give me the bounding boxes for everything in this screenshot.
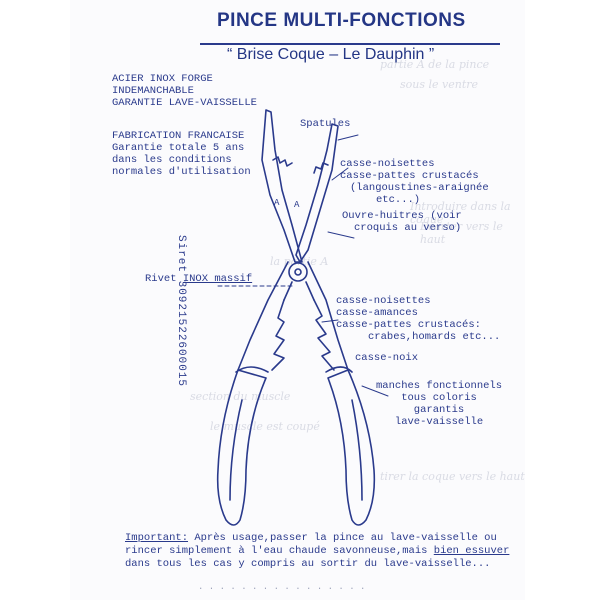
spec-line: ACIER INOX FORGE [112, 73, 213, 85]
spec-line: INDEMANCHABLE [112, 85, 194, 97]
label-spatules: Spatules [300, 118, 351, 130]
important-label: Important: [125, 532, 189, 544]
label-manches: tous coloris [401, 392, 477, 404]
show-through-text: Introduire dans la coque [410, 200, 511, 226]
callout-ouvre-huitres: Ouvre-huitres (voir croquis au verso) [342, 210, 462, 234]
label-mark-a: A [274, 198, 280, 208]
label-etc: etc...) [376, 194, 421, 206]
label-crabes: crabes,homards etc... [368, 331, 501, 343]
spec-line: GARANTIE LAVE-VAISSELLE [112, 97, 257, 109]
label-casse-pattes: casse-pattes crustacés [340, 170, 479, 182]
pliers-drawing: . . . . . . . . . . . . . . . . [198, 109, 389, 592]
important-note: Important: Après usage,passer la pince a… [125, 532, 509, 571]
fabrication-line: normales d'utilisation [112, 166, 251, 178]
label-mark-a: A [294, 200, 300, 210]
show-through-text: section du muscle [190, 390, 291, 403]
label-rivet-prefix: Rivet [145, 273, 183, 285]
show-through-text: partie A de la pince [380, 58, 490, 71]
title-underline [200, 43, 500, 45]
show-through-text: sous le ventre [400, 78, 479, 91]
label-manches: lave-vaisselle [394, 416, 484, 428]
svg-text:. . . . . . . . . . . . . . .: . . . . . . . . . . . . . . . . [198, 582, 365, 592]
specs-block: ACIER INOX FORGE INDEMANCHABLE GARANTIE … [112, 73, 257, 109]
product-sheet: partie A de la pince sous le ventre Intr… [70, 0, 525, 600]
important-emphasis: bien essuver [433, 545, 510, 557]
label-casse-noisettes: casse-noisettes [340, 158, 435, 170]
important-line: rincer simplement à l'eau chaude savonne… [125, 545, 434, 557]
label-croquis: croquis au verso) [354, 222, 462, 234]
fabrication-block: FABRICATION FRANCAISE Garantie totale 5 … [112, 130, 251, 178]
label-rivet: Rivet INOX massif [145, 273, 252, 285]
label-casse-amandes: casse-amances [336, 307, 418, 319]
important-line: dans tous les cas y compris au sortir du… [125, 558, 491, 570]
important-line: Après usage,passer la pince au lave-vais… [194, 532, 497, 544]
label-casse-noix: casse-noix [355, 352, 419, 364]
show-through-text: tirer la coque vers le haut [380, 470, 525, 483]
show-through-text: Ecarter vers le haut [420, 220, 503, 246]
label-rivet-inox: INOX massif [182, 273, 253, 285]
page-title: PINCE MULTI-FONCTIONS [217, 10, 466, 31]
callout-mid: casse-noisettes casse-amances casse-patt… [336, 295, 500, 343]
label-manches: garantis [413, 404, 465, 416]
siret-number: Siret 30921522600015 [175, 235, 187, 388]
fabrication-title: FABRICATION FRANCAISE [112, 130, 245, 142]
label-langoustines: (langoustines-araignée [350, 182, 489, 194]
label-casse-noisettes: casse-noisettes [336, 295, 431, 307]
callout-top: casse-noisettes casse-pattes crustacés (… [340, 158, 489, 206]
label-ouvre-huitres: Ouvre-huitres (voir [342, 210, 462, 222]
fabrication-line: Garantie totale 5 ans [112, 142, 245, 154]
label-casse-pattes: casse-pattes crustacés: [336, 319, 481, 331]
fabrication-line: dans les conditions [112, 154, 232, 166]
callout-manches: manches fonctionnels tous coloris garant… [376, 380, 502, 428]
label-manches: manches fonctionnels [376, 380, 503, 392]
page-subtitle: “ Brise Coque – Le Dauphin ” [227, 46, 435, 63]
